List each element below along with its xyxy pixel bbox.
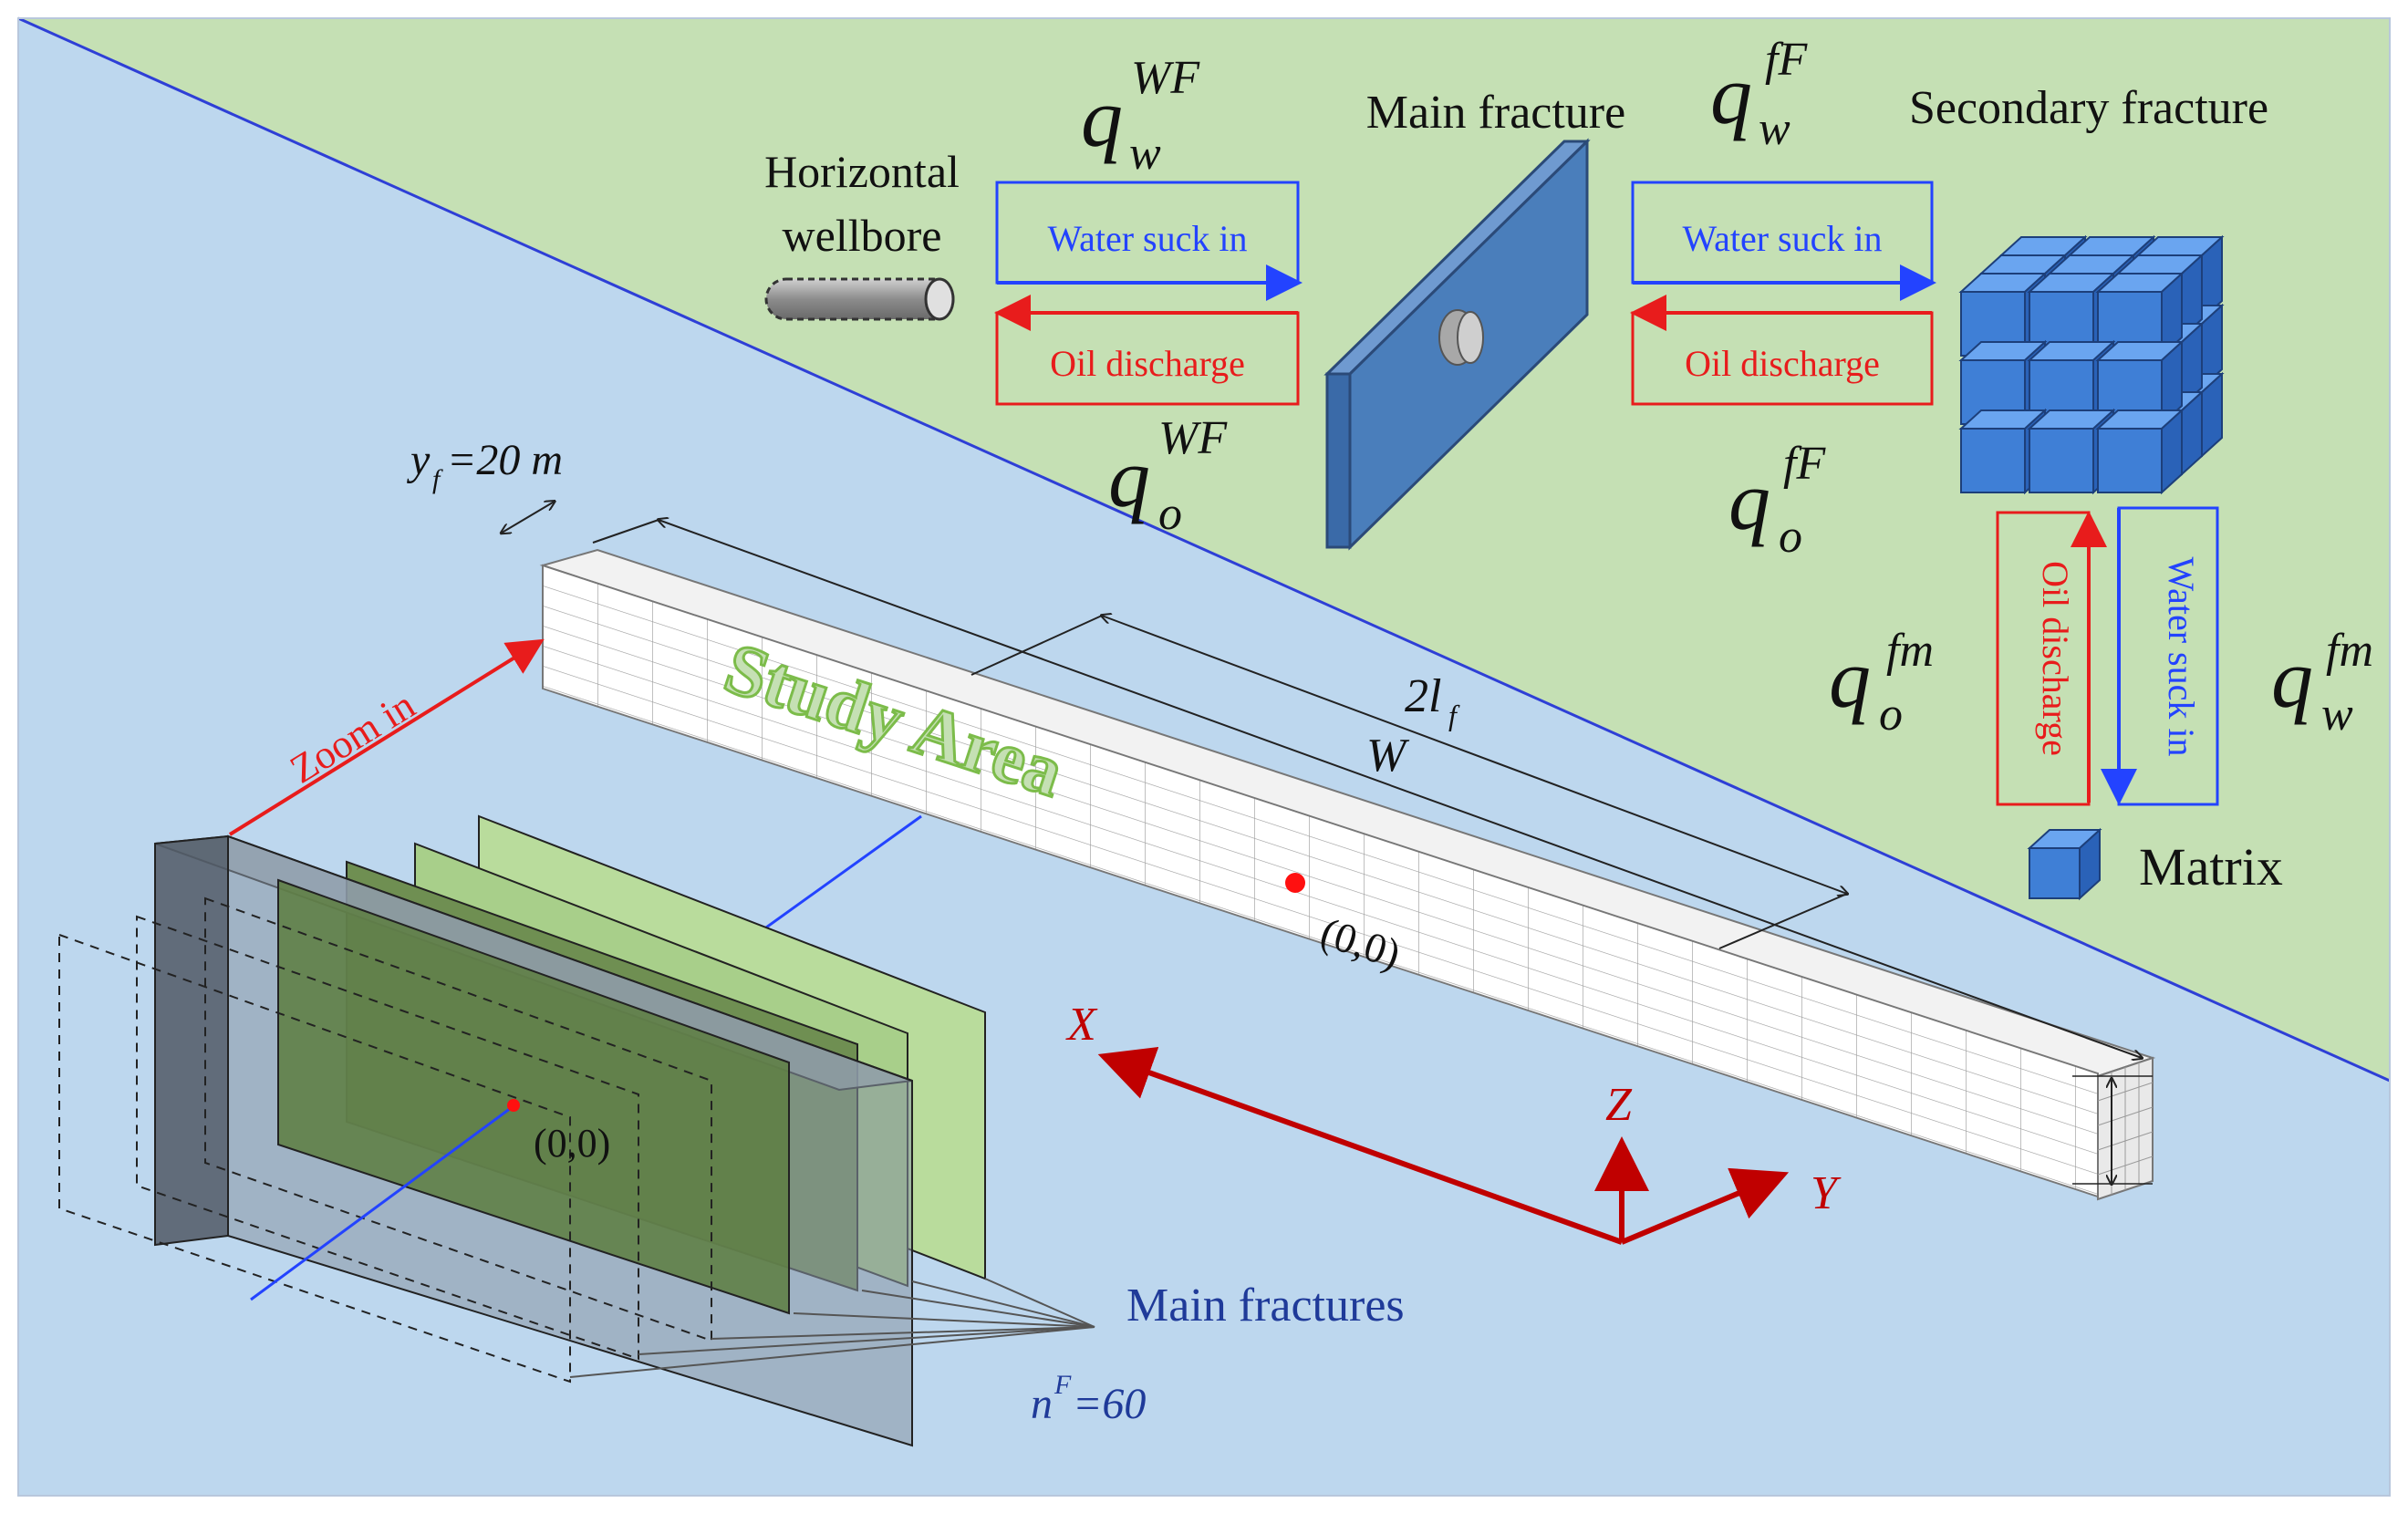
main-fracture-label: Main fracture [1366, 87, 1625, 139]
secondary-cube-face [2029, 428, 2094, 493]
nF-label: n F =60 [1031, 1370, 1146, 1428]
origin-label-bottom: (0,0) [534, 1121, 610, 1166]
svg-text:F: F [1054, 1370, 1072, 1400]
svg-text:y: y [406, 436, 431, 484]
water-suck-in-label-2: Water suck in [1683, 218, 1883, 259]
svg-text:w: w [2321, 689, 2353, 741]
matrix-label: Matrix [2139, 837, 2283, 896]
axis-z-label: Z [1605, 1079, 1633, 1131]
secondary-cube-face [2097, 428, 2163, 493]
zoom-in-arrow [228, 638, 545, 836]
two-lf-label: 2l f [1405, 670, 1460, 731]
coordinate-axes [1097, 1046, 1790, 1245]
oil-discharge-label-1: Oil discharge [1050, 343, 1245, 384]
svg-text:fF: fF [1765, 34, 1808, 86]
two-lf-ext-right [1718, 893, 1848, 949]
w-label: W [1366, 730, 1410, 782]
two-lf-ext-left [970, 615, 1103, 676]
wellbore-axis-line [250, 1106, 512, 1301]
svg-text:o: o [1158, 488, 1182, 540]
svg-text:WF: WF [1158, 412, 1228, 464]
svg-text:q: q [1108, 431, 1150, 524]
fracture-plates-group [58, 814, 986, 1447]
y-axis-arrow [1620, 1167, 1790, 1245]
origin-dot-top [1285, 873, 1305, 893]
svg-text:q: q [1829, 632, 1871, 725]
matrix-cube-icon [2027, 827, 2102, 901]
main-fractures-label: Main fractures [1126, 1280, 1405, 1332]
oil-discharge-label-2: Oil discharge [1685, 343, 1880, 384]
svg-text:fm: fm [2326, 625, 2373, 677]
water-suck-in-label-1: Water suck in [1048, 218, 1248, 259]
secondary-fracture-cubes-icon [1958, 234, 2225, 495]
oil-discharge-vertical-label: Oil discharge [2035, 561, 2076, 756]
water-suck-in-vertical-label: Water suck in [2161, 557, 2202, 757]
svg-text:n: n [1031, 1380, 1053, 1428]
dashed-plate-1 [58, 933, 571, 1383]
outer-frame [17, 17, 2391, 1497]
x-axis-arrow [1097, 1046, 1624, 1245]
svg-text:q: q [1710, 48, 1752, 141]
main-fracture-plate [1323, 138, 1591, 551]
main-fractures-pointers [569, 1278, 1095, 1378]
svg-text:q: q [1728, 454, 1770, 547]
svg-text:=20 m: =20 m [447, 436, 563, 484]
axis-y-label: Y [1811, 1167, 1842, 1219]
two-lf-dimension-arrow [1102, 616, 1847, 894]
svg-text:w: w [1129, 128, 1161, 180]
wellbore-cylinder-icon [764, 277, 955, 321]
svg-text:q: q [1081, 71, 1123, 164]
secondary-fracture-label: Secondary fracture [1909, 82, 2268, 134]
secondary-cube-face [1960, 428, 2026, 493]
main-fracture-plate-inner [277, 878, 790, 1315]
svg-text:o: o [1779, 511, 1802, 563]
flow-q-w-fm: q w fm [2271, 625, 2373, 741]
dashed-plate-2 [136, 915, 639, 1361]
flow-q-w-fF: q w fF [1710, 34, 1808, 155]
svg-text:2l: 2l [1405, 670, 1441, 722]
svg-text:=60: =60 [1073, 1380, 1146, 1428]
svg-text:fF: fF [1783, 438, 1826, 490]
flow-q-o-WF: q o WF [1108, 412, 1228, 540]
svg-text:WF: WF [1131, 52, 1200, 104]
yf-dimension-arrow [502, 498, 555, 537]
flow-q-w-WF: q w WF [1081, 52, 1200, 180]
wellbore-box-left [154, 834, 229, 1247]
svg-text:o: o [1879, 689, 1903, 741]
origin-dot-bottom [507, 1099, 520, 1112]
svg-text:fm: fm [1886, 625, 1934, 677]
axis-x-label: X [1065, 999, 1098, 1051]
horizontal-wellbore-label-1: Horizontal [764, 146, 960, 197]
horizontal-wellbore-label-2: wellbore [783, 210, 942, 261]
svg-text:q: q [2271, 632, 2313, 725]
svg-text:w: w [1759, 103, 1790, 155]
w-extension-left [592, 519, 659, 544]
